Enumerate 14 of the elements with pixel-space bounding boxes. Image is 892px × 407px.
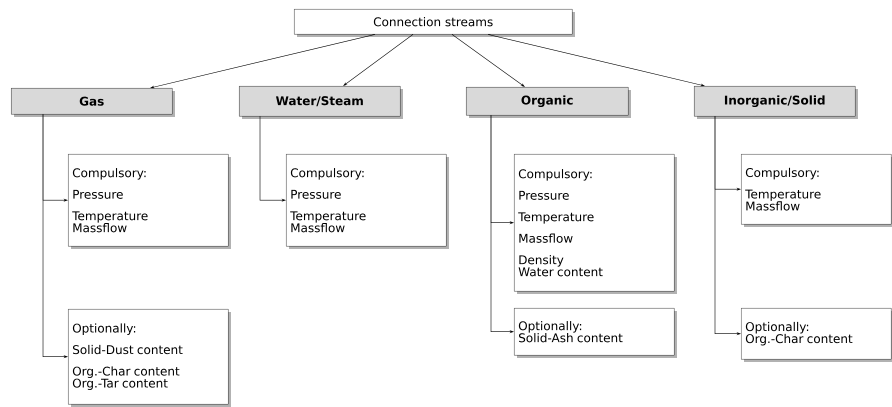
category-box: Gas — [11, 88, 175, 117]
arrow — [343, 34, 414, 86]
category-box: Inorganic/Solid — [694, 86, 858, 119]
category-box: Water/Steam — [239, 86, 403, 119]
property-list-box: Optionally: Solid-Dust content Org.-Char content Org.-Tar content — [68, 309, 231, 407]
property-list-box: Compulsory: Temperature Massflow — [741, 154, 892, 227]
arrow — [452, 34, 525, 87]
category-box: Organic — [466, 87, 631, 118]
property-list-box: Compulsory: Pressure Temperature Massflow — [68, 154, 231, 249]
root-box: Connection streams — [294, 9, 575, 37]
property-list-box: Optionally: Solid-Ash content — [514, 308, 677, 358]
property-list-box: Compulsory: Pressure Temperature Massflow — [286, 154, 449, 249]
property-list-box: Optionally: Org.-Char content — [741, 308, 892, 362]
property-list-box: Compulsory: Pressure Temperature Massflow Density Water content — [514, 154, 677, 294]
